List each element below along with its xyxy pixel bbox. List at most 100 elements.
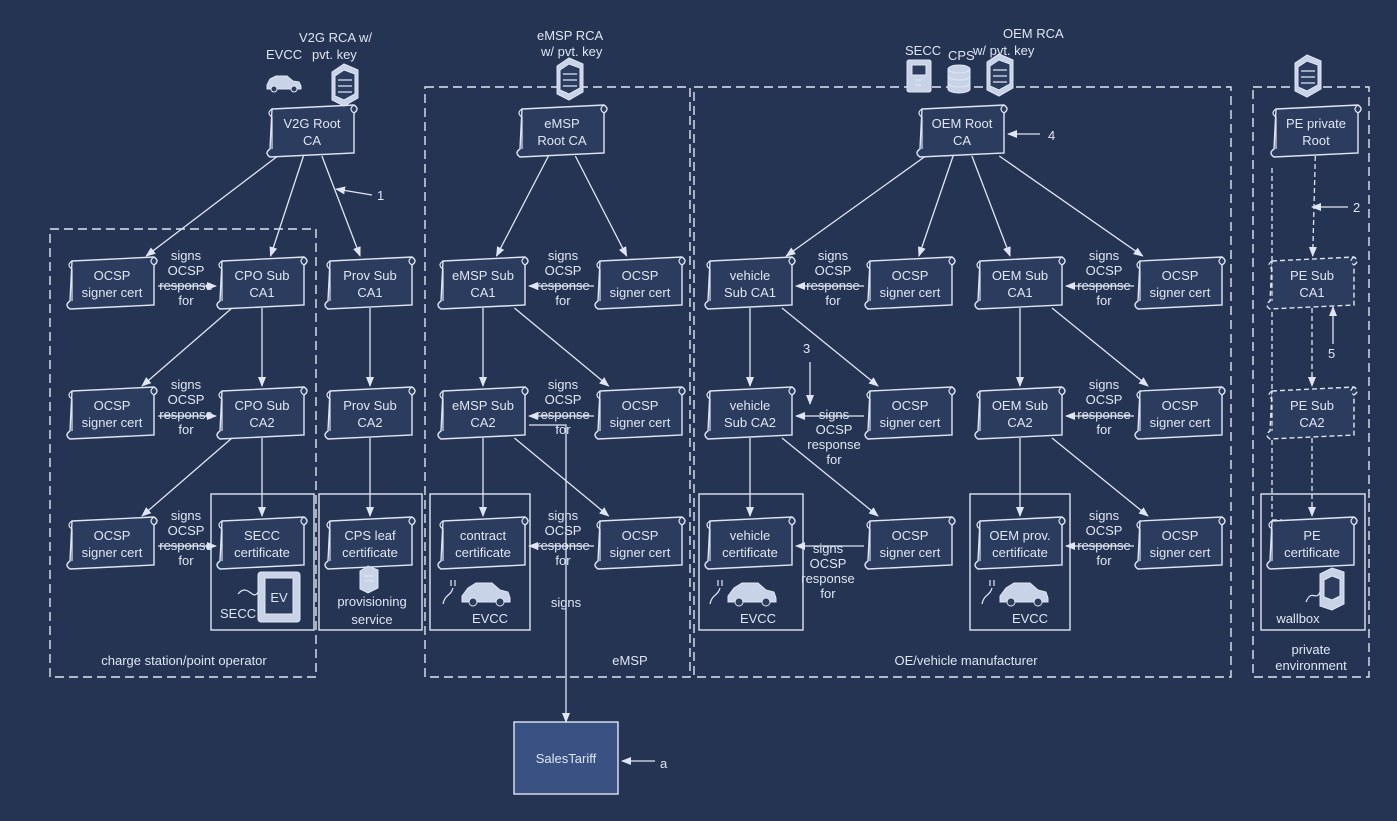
- svg-text:for: for: [555, 553, 571, 568]
- database-icon-cps: [947, 64, 971, 94]
- sales-tariff-label: SalesTariff: [536, 751, 597, 766]
- svg-text:signs: signs: [171, 377, 202, 392]
- callout-3: 3: [803, 341, 810, 356]
- edge-cpo-sub2-to-cpo-ocsp3: [141, 437, 233, 517]
- svg-text:response: response: [536, 278, 589, 293]
- region-label-emsp: eMSP: [612, 653, 647, 668]
- cert-label: SECC: [244, 528, 280, 543]
- edge-emsp-sub2-signs-tariff: [529, 424, 570, 723]
- cert-label: OEM prov.: [989, 528, 1050, 543]
- svg-text:response: response: [536, 407, 589, 422]
- wallbox-label: wallbox: [1275, 611, 1320, 626]
- pe-guide-line: [1271, 168, 1282, 521]
- cert-label: CA1: [470, 285, 495, 300]
- edge-veh-sub2-to-veh-ocsp3: [781, 437, 879, 517]
- callout-4: 4: [1048, 128, 1055, 143]
- cert-label: PE: [1303, 528, 1321, 543]
- svg-text:OCSP: OCSP: [168, 392, 205, 407]
- svg-text:response: response: [1077, 278, 1130, 293]
- server-icon-pe: [1294, 54, 1322, 98]
- callout-2: 2: [1353, 200, 1360, 215]
- cert-label: CPO Sub: [235, 268, 290, 283]
- cert-label: certificate: [1284, 545, 1340, 560]
- v2g-rca-label-2: pvt. key: [312, 47, 357, 62]
- svg-text:OCSP: OCSP: [168, 523, 205, 538]
- svg-text:for: for: [825, 293, 841, 308]
- cert-label: OCSP: [94, 268, 131, 283]
- evcc-box-vehicle: [698, 493, 804, 631]
- cert-label: signer cert: [610, 545, 671, 560]
- svg-text:response: response: [801, 571, 854, 586]
- cert-label: Prov Sub: [343, 268, 396, 283]
- plug-icon-vehicle: [709, 580, 723, 605]
- charger-icon-top: [906, 59, 932, 93]
- secc-top-label: SECC: [905, 43, 941, 58]
- svg-text:for: for: [1096, 553, 1112, 568]
- cert-label: CA: [303, 133, 321, 148]
- car-icon-vehicle: [727, 582, 777, 607]
- edge-oem-root-to-veh-ocsp1: [918, 155, 954, 257]
- signs-tariff-label: signs: [551, 595, 582, 610]
- cert-label: signer cert: [1150, 285, 1211, 300]
- cert-label: CPO Sub: [235, 398, 290, 413]
- provisioning-label-1: provisioning: [337, 594, 406, 609]
- cert-label: OCSP: [892, 268, 929, 283]
- cert-label: OCSP: [94, 528, 131, 543]
- cert-label: OEM Sub: [992, 398, 1048, 413]
- svg-text:response: response: [159, 538, 212, 553]
- edge-veh-sub1-to-veh-ocsp2: [781, 307, 879, 387]
- cert-label: PE private: [1286, 116, 1346, 131]
- emsp-rca-label-1: eMSP RCA: [537, 28, 604, 43]
- svg-text:signs: signs: [548, 377, 579, 392]
- svg-text:for: for: [1096, 422, 1112, 437]
- edge-emsp-sub1-to-emsp-ocsp2: [513, 307, 610, 387]
- evcc-top-label: EVCC: [266, 47, 302, 62]
- svg-text:signs: signs: [813, 541, 844, 556]
- secc-box-label: SECC: [220, 606, 256, 621]
- cert-label: OCSP: [622, 528, 659, 543]
- cert-label: CA2: [1299, 415, 1324, 430]
- car-icon-top: [266, 75, 302, 93]
- cert-label: OCSP: [1162, 528, 1199, 543]
- cps-top-label: CPS: [948, 48, 975, 63]
- provisioning-label-2: service: [351, 612, 392, 627]
- cert-label: certificate: [455, 545, 511, 560]
- cert-label: Root CA: [537, 133, 586, 148]
- cert-label: eMSP Sub: [452, 268, 514, 283]
- svg-text:for: for: [555, 293, 571, 308]
- svg-text:signs: signs: [548, 508, 579, 523]
- cert-label: signer cert: [880, 545, 941, 560]
- cert-label: CA: [953, 133, 971, 148]
- edge-v2g-root-to-cpo-sub1: [269, 155, 305, 257]
- cert-label: CPS leaf: [344, 528, 396, 543]
- cert-label: CA1: [249, 285, 274, 300]
- edge-pe-root-to-pe-sub1: [1308, 155, 1317, 257]
- cert-label: OEM Sub: [992, 268, 1048, 283]
- cert-node-emsp-ocsp3: OCSP signer cert: [594, 516, 686, 570]
- cert-label: signer cert: [880, 285, 941, 300]
- svg-text:signs: signs: [819, 407, 850, 422]
- cert-label: vehicle: [730, 528, 770, 543]
- svg-text:OCSP: OCSP: [810, 556, 847, 571]
- cert-label: signer cert: [82, 415, 143, 430]
- svg-text:signs: signs: [1089, 377, 1120, 392]
- cert-label: CA2: [249, 415, 274, 430]
- cert-label: signer cert: [610, 415, 671, 430]
- callout-5: 5: [1328, 346, 1335, 361]
- edge-cpo-sub1-to-cpo-ocsp2: [141, 307, 233, 387]
- svg-text:OCSP: OCSP: [1086, 263, 1123, 278]
- svg-text:signs: signs: [1089, 248, 1120, 263]
